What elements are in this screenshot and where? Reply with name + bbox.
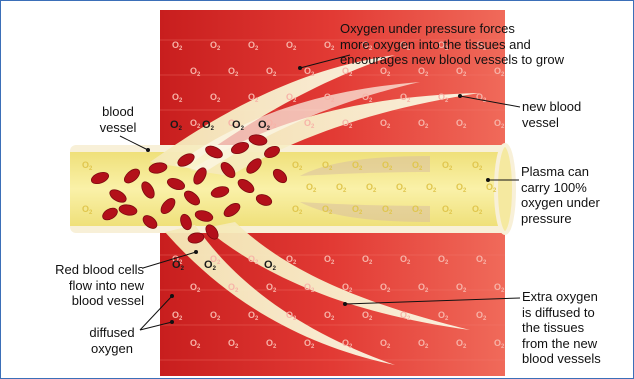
label-blood-vessel: blood vessel bbox=[88, 104, 148, 135]
label-new-blood-vessel: new blood vessel bbox=[522, 99, 622, 130]
label-red-blood-cells: Red blood cells flow into new blood vess… bbox=[24, 262, 144, 309]
label-plasma: Plasma can carry 100% oxygen under press… bbox=[521, 164, 631, 226]
label-extra-oxygen: Extra oxygen is diffused to the tissues … bbox=[522, 289, 632, 367]
vessel-outlet bbox=[496, 145, 514, 233]
label-diffused-oxygen: diffused oxygen bbox=[72, 325, 152, 356]
label-oxygen-pressure: Oxygen under pressure forces more oxygen… bbox=[340, 21, 630, 68]
